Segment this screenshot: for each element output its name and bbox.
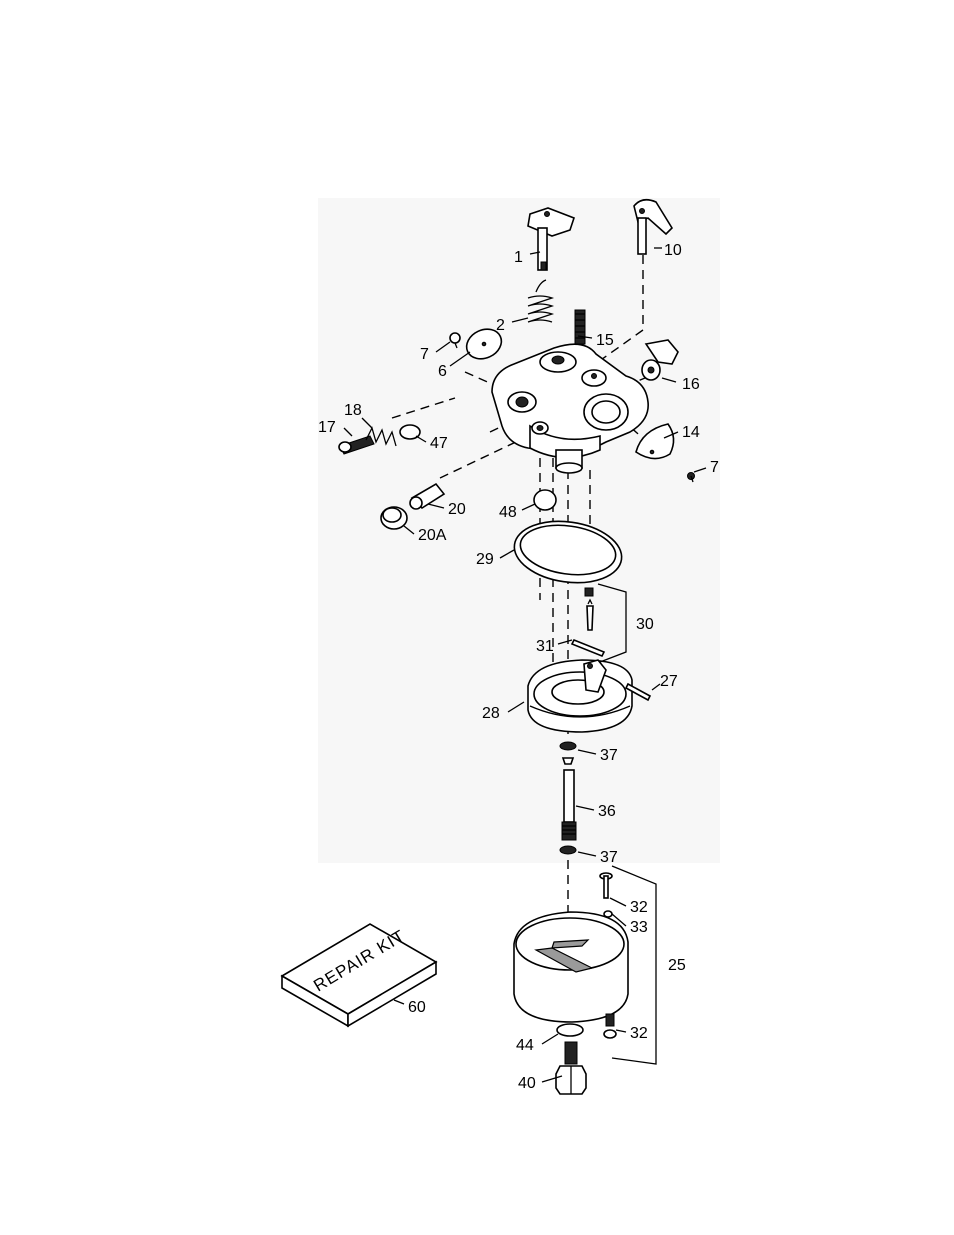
- part-20a-cap: [381, 507, 407, 529]
- part-44-washer: [557, 1024, 583, 1036]
- callout-30: 30: [636, 616, 654, 633]
- callout-32-top: 32: [630, 899, 648, 916]
- callout-2: 2: [496, 317, 505, 334]
- callout-25: 25: [668, 957, 686, 974]
- part-48-seat: [534, 490, 556, 510]
- scan-background: [318, 198, 720, 863]
- part-33-washer: [604, 911, 612, 917]
- callout-16: 16: [682, 376, 700, 393]
- part-32-pin-bottom: [604, 1014, 616, 1038]
- callout-18: 18: [344, 402, 362, 419]
- callout-14: 14: [682, 424, 700, 441]
- callout-20: 20: [448, 501, 466, 518]
- callout-37-upper: 37: [600, 747, 618, 764]
- part-36-main-jet: [562, 758, 576, 840]
- part-37-washer-upper: [560, 742, 576, 750]
- part-25-float-bowl: [514, 912, 628, 1022]
- callout-29: 29: [476, 551, 494, 568]
- callout-10: 10: [664, 242, 682, 259]
- callout-20a: 20A: [418, 527, 447, 544]
- callout-48: 48: [499, 504, 517, 521]
- callout-17: 17: [318, 419, 336, 436]
- callout-47: 47: [430, 435, 448, 452]
- callout-32-bottom: 32: [630, 1025, 648, 1042]
- callout-1: 1: [514, 249, 523, 266]
- callout-7-top: 7: [420, 346, 429, 363]
- part-37-washer-lower: [560, 846, 576, 854]
- callout-28: 28: [482, 705, 500, 722]
- callout-31: 31: [536, 638, 554, 655]
- callout-6: 6: [438, 363, 447, 380]
- callout-37-lower: 37: [600, 849, 618, 866]
- callout-36: 36: [598, 803, 616, 820]
- callout-60: 60: [408, 999, 426, 1016]
- callout-7-right: 7: [710, 459, 719, 476]
- callout-44: 44: [516, 1037, 534, 1054]
- callout-40: 40: [518, 1075, 536, 1092]
- callout-33: 33: [630, 919, 648, 936]
- callout-15: 15: [596, 332, 614, 349]
- callout-27: 27: [660, 673, 678, 690]
- part-15-screw: [575, 310, 585, 344]
- part-40-bowl-nut: [556, 1042, 586, 1094]
- part-32-pin-top: [600, 873, 612, 898]
- part-28-float: [528, 660, 632, 732]
